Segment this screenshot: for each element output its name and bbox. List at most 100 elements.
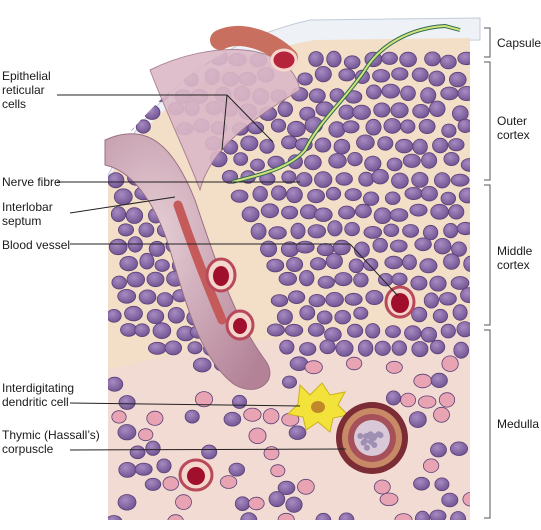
lymphocyte: [108, 238, 128, 256]
lymphocyte: [362, 191, 380, 206]
lymphocyte: [129, 445, 146, 460]
label-interlobar-septum: Interlobar septum: [2, 200, 53, 228]
lymphocyte: [134, 462, 153, 476]
lymphocyte: [286, 186, 303, 204]
lymphocyte: [394, 513, 413, 520]
lymphocyte: [319, 339, 336, 355]
lymphocyte: [443, 151, 460, 166]
lymphocyte: [373, 479, 391, 495]
lymphocyte: [451, 241, 467, 257]
lymphocyte: [119, 255, 138, 272]
lymphocyte: [391, 172, 409, 189]
lymphocyte: [317, 275, 335, 289]
lymphocyte: [328, 121, 346, 138]
lymphocyte: [148, 240, 166, 257]
lymphocyte: [353, 306, 369, 320]
lymphocyte: [279, 339, 295, 355]
lymphocyte: [315, 512, 332, 520]
lymphocyte: [448, 138, 465, 152]
lymphocyte: [286, 256, 304, 272]
lymphocyte: [402, 254, 417, 271]
lymphocyte: [146, 271, 165, 288]
lymphocyte: [373, 102, 391, 118]
lymphocyte: [408, 411, 427, 429]
lymphocyte: [187, 341, 203, 355]
lymphocyte: [118, 53, 134, 68]
lymphocyte: [422, 458, 440, 473]
corpuscle-granule: [364, 444, 370, 451]
lymphocyte: [299, 342, 317, 356]
lymphocyte: [146, 410, 164, 426]
lymphocyte: [384, 255, 404, 270]
lymphocyte: [316, 310, 333, 325]
lymphocyte: [344, 188, 362, 202]
lymphocyte: [344, 292, 363, 306]
lymphocyte: [248, 496, 265, 511]
leader-lines: [57, 94, 399, 451]
lymphocyte: [372, 237, 388, 253]
lymphocyte: [108, 70, 125, 87]
lymphocyte: [277, 101, 294, 118]
lymphocyte: [400, 392, 417, 408]
lymphocyte: [365, 118, 382, 136]
lymphocyte: [448, 71, 467, 88]
lymphocyte: [326, 50, 342, 68]
lymphocyte: [138, 222, 155, 238]
lymphocyte: [281, 205, 299, 220]
lymphocyte: [450, 511, 467, 520]
lymphocyte: [108, 102, 123, 116]
lymphocyte: [418, 119, 436, 135]
lymphocyte: [284, 323, 304, 337]
lymphocyte: [276, 309, 293, 325]
lymphocyte: [325, 253, 343, 270]
lymphocyte: [285, 496, 303, 513]
label-thymic-corpuscle: Thymic (Hassall’s) corpuscle: [2, 428, 100, 456]
lymphocyte: [429, 509, 447, 520]
lymphocyte: [250, 158, 265, 172]
lymphocyte: [384, 191, 401, 205]
lymphocyte: [327, 220, 343, 237]
hassalls-corpuscle: [336, 402, 408, 474]
lymphocyte: [113, 188, 133, 206]
region-capsule: Capsule: [497, 36, 541, 50]
region-middle-cortex: Middle cortex: [497, 244, 533, 272]
lymphocyte: [338, 512, 355, 520]
lymphocyte: [438, 292, 457, 306]
lymphocyte: [338, 68, 356, 82]
lymphocyte: [252, 185, 268, 202]
lymphocyte: [386, 157, 403, 172]
lymphocyte: [352, 104, 371, 120]
lymphocyte: [364, 155, 382, 172]
lymphocyte: [192, 357, 212, 373]
lymphocyte: [420, 185, 438, 202]
lymphocyte: [126, 271, 146, 288]
lymphocyte: [448, 204, 465, 220]
lymphocyte: [266, 323, 285, 337]
lymphocyte: [385, 390, 401, 406]
lymphocyte: [307, 224, 327, 239]
lymphocyte: [108, 515, 123, 520]
lymphocyte: [342, 120, 360, 134]
lymphocyte: [462, 492, 470, 507]
corpuscle-granule: [375, 431, 382, 438]
lymphocyte: [429, 339, 446, 355]
lymphocyte: [429, 275, 447, 292]
lymphocyte: [116, 84, 133, 102]
lymphocyte: [134, 323, 150, 338]
lymphocyte: [118, 223, 135, 237]
lymphocyte: [430, 442, 447, 458]
lymphocyte: [338, 104, 355, 120]
lymphocyte: [299, 269, 315, 287]
lymphocyte: [299, 305, 316, 321]
lymphocyte: [440, 323, 456, 339]
lymphocyte: [383, 118, 402, 134]
lymphocyte: [404, 186, 423, 200]
lymphocyte: [277, 480, 296, 495]
lymphocyte: [156, 292, 174, 308]
lymphocyte: [409, 203, 428, 217]
lymphocyte: [404, 325, 422, 341]
lymphocyte: [385, 325, 401, 339]
lymphocyte: [288, 425, 307, 440]
lymphocyte: [385, 360, 403, 374]
